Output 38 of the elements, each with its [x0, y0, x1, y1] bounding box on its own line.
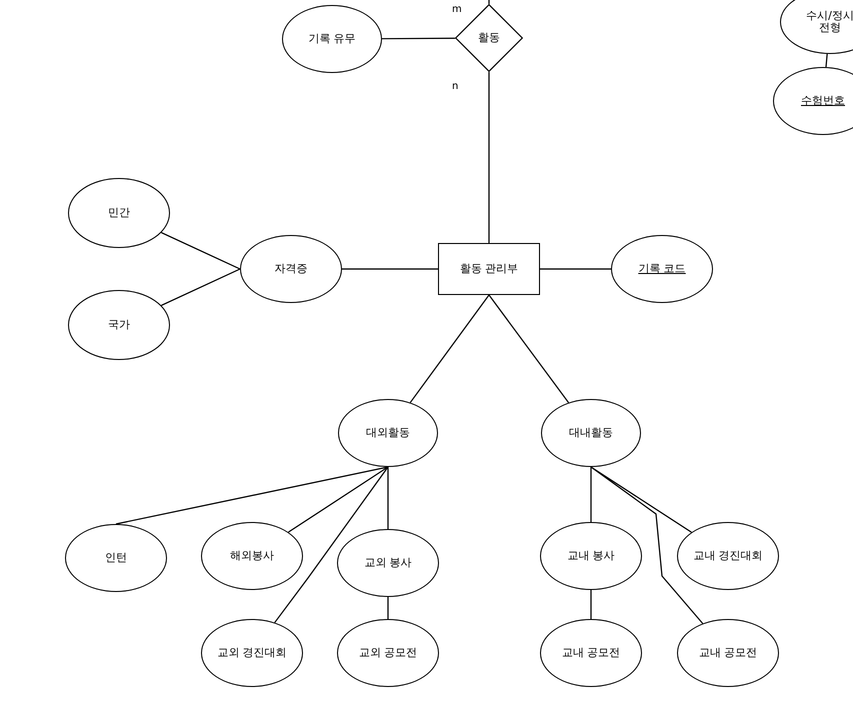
attribute-ellipse: 교외 경진대회	[201, 619, 303, 687]
attribute-ellipse: 수험번호	[773, 67, 853, 135]
connector-line	[382, 38, 456, 40]
connector-line	[590, 466, 704, 624]
connector-line	[387, 597, 389, 619]
connector-line	[342, 268, 438, 270]
attribute-ellipse: 기록 코드	[611, 235, 713, 303]
connector-line	[540, 268, 611, 270]
connector-line	[288, 466, 388, 533]
attribute-ellipse: 교내 공모전	[540, 619, 642, 687]
connector-line	[116, 466, 388, 525]
attribute-ellipse: 기록 유무	[282, 5, 382, 73]
attribute-ellipse: 교내 공모전	[677, 619, 779, 687]
connector-line	[590, 466, 692, 533]
attribute-ellipse: 교내 경진대회	[677, 522, 779, 590]
cardinality-label: n	[451, 81, 460, 92]
attribute-ellipse: 자격증	[240, 235, 342, 303]
connector-line	[488, 72, 490, 243]
attribute-ellipse: 인턴	[65, 524, 167, 592]
attribute-ellipse: 민간	[68, 178, 170, 248]
connector-line	[410, 294, 490, 403]
connector-line	[590, 467, 592, 522]
connector-line	[161, 268, 240, 306]
connector-line	[825, 54, 828, 68]
attribute-ellipse: 대외활동	[338, 399, 438, 467]
connector-line	[161, 232, 240, 270]
connector-line	[274, 466, 388, 623]
connector-line	[387, 467, 389, 529]
attribute-ellipse: 국가	[68, 290, 170, 360]
attribute-ellipse: 교내 봉사	[540, 522, 642, 590]
attribute-ellipse: 교외 봉사	[337, 529, 439, 597]
attribute-ellipse: 대내활동	[541, 399, 641, 467]
attribute-ellipse: 수시/정시 전형	[780, 0, 853, 54]
attribute-ellipse: 해외봉사	[201, 522, 303, 590]
connector-line	[488, 294, 570, 403]
connector-line	[590, 590, 592, 619]
entity-box: 활동 관리부	[438, 243, 540, 295]
attribute-ellipse: 교외 공모전	[337, 619, 439, 687]
